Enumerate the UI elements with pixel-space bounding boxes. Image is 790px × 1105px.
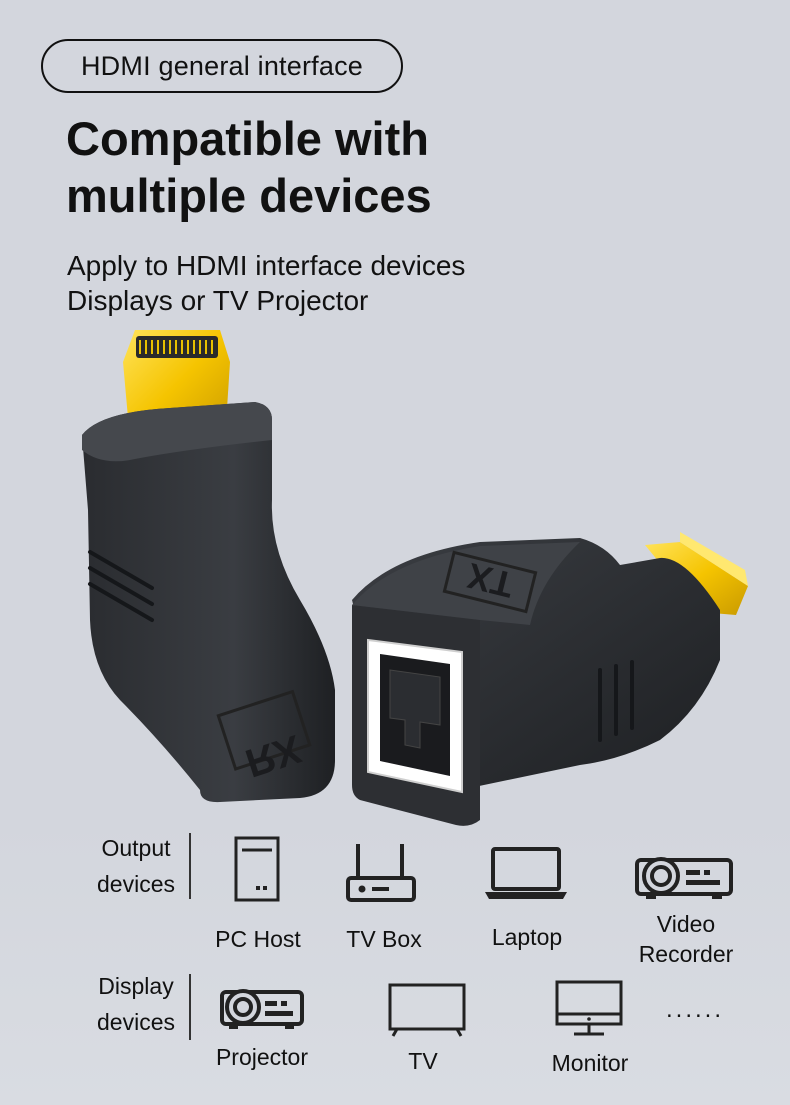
video-recorder-label-line-2: Recorder xyxy=(638,941,734,967)
display-divider xyxy=(189,974,191,1040)
subtitle: Apply to HDMI interface devices Displays… xyxy=(67,248,465,318)
pc-host-label: PC Host xyxy=(215,926,301,952)
output-devices-label: Output devices xyxy=(86,830,186,902)
output-divider xyxy=(189,833,191,899)
tx-adapter: TX xyxy=(352,532,748,826)
display-devices-label-line-1: Display xyxy=(98,973,174,999)
tv-icon xyxy=(387,982,467,1038)
headline-line-1: Compatible with xyxy=(66,112,429,165)
interface-badge-text: HDMI general interface xyxy=(80,50,364,81)
video-recorder-projector-icon xyxy=(634,852,734,900)
subtitle-line-1: Apply to HDMI interface devices xyxy=(67,250,466,281)
projector-label: Projector xyxy=(215,1044,309,1070)
laptop-icon xyxy=(483,846,569,900)
pc-host-icon xyxy=(234,836,280,902)
output-devices-label-line-1: Output xyxy=(101,835,171,861)
display-devices-label: Display devices xyxy=(86,968,186,1040)
subtitle-line-2: Displays or TV Projector xyxy=(67,285,369,316)
headline: Compatible with multiple devices xyxy=(66,110,432,224)
tv-label: TV xyxy=(408,1048,438,1074)
video-recorder-label-line-1: Video xyxy=(656,911,716,937)
tv-box-label: TV Box xyxy=(346,926,422,952)
interface-badge: HDMI general interface xyxy=(41,39,403,93)
headline-line-2: multiple devices xyxy=(66,169,432,222)
laptop-label: Laptop xyxy=(491,924,563,950)
display-devices-label-line-2: devices xyxy=(97,1009,175,1035)
rx-adapter: RX xyxy=(82,330,335,803)
video-recorder-label: Video Recorder xyxy=(626,909,746,969)
more-devices-ellipsis: ...... xyxy=(666,996,725,1023)
output-devices-label-line-2: devices xyxy=(97,871,175,897)
projector-icon xyxy=(219,986,305,1030)
tv-box-icon xyxy=(345,842,417,902)
monitor-label: Monitor xyxy=(551,1050,629,1076)
hdmi-extender-product-image: RX TX xyxy=(82,330,748,826)
monitor-icon xyxy=(554,979,624,1037)
